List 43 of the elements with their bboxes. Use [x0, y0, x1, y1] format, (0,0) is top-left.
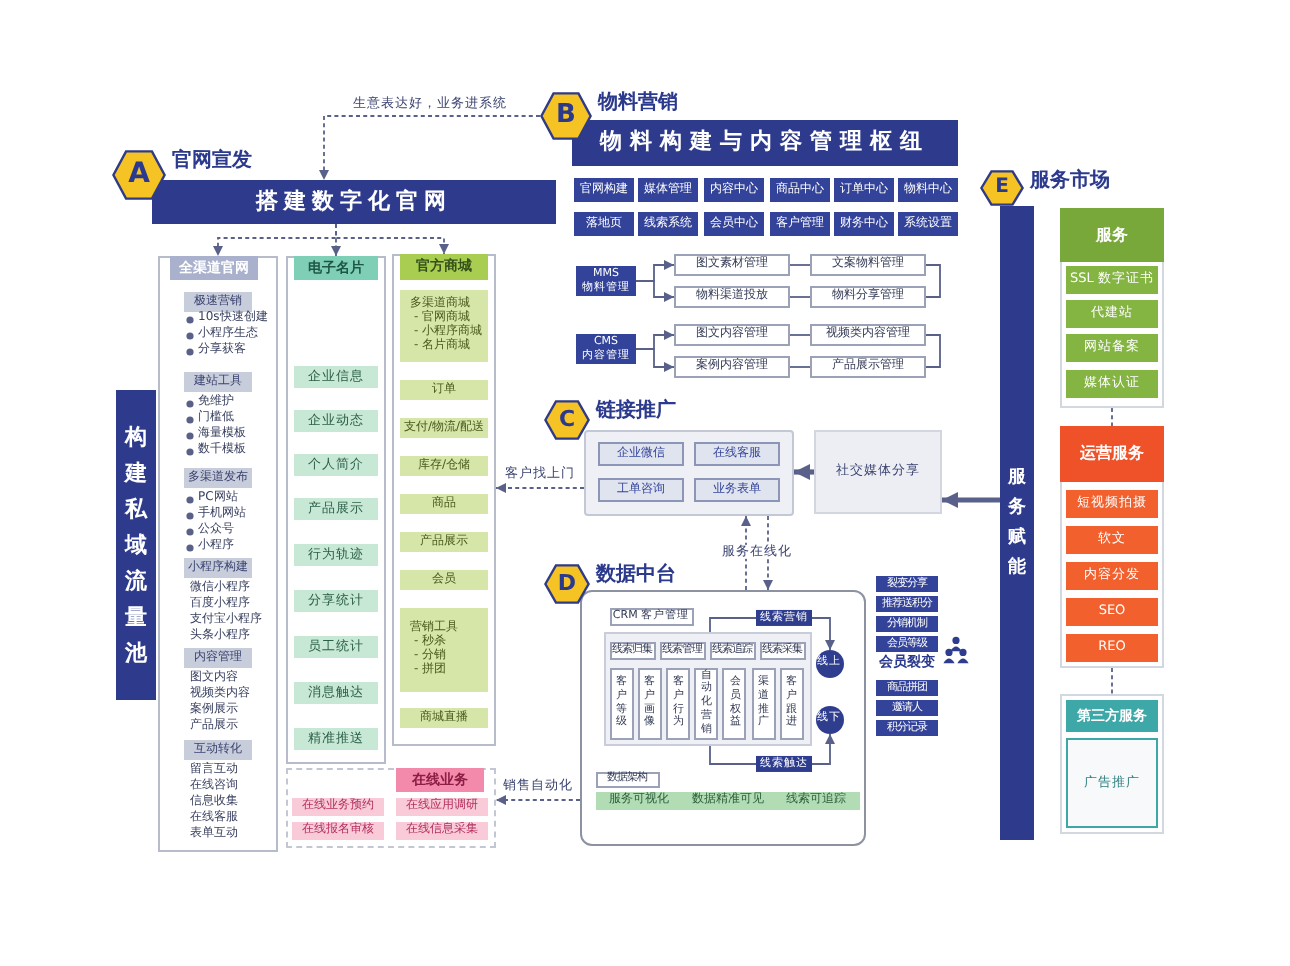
section-heading: 物料营销 — [598, 92, 678, 114]
side-banner: 构建私域流量池 — [116, 390, 156, 700]
panel — [286, 768, 496, 848]
arrow — [335, 223, 449, 255]
title-bar: 搭建数字化官网 — [152, 180, 556, 224]
section-heading: 数据中台 — [596, 564, 676, 586]
arrow — [794, 464, 814, 480]
section-heading: 链接推广 — [596, 400, 676, 422]
section-heading: 官网宣发 — [172, 150, 252, 172]
arrow — [763, 515, 773, 591]
connector-line — [789, 366, 811, 368]
panel — [286, 256, 386, 764]
connector-line — [925, 334, 941, 368]
panel — [392, 254, 496, 746]
hexagon-badge: C — [544, 400, 590, 440]
connector-line — [789, 264, 811, 266]
panel — [158, 256, 278, 852]
title-bar: 物料构建与内容管理枢纽 — [572, 120, 958, 166]
connector-line — [789, 334, 811, 336]
arrow — [635, 348, 675, 372]
section-heading: 服务市场 — [1030, 170, 1110, 192]
connector-line — [1111, 667, 1113, 695]
panel — [584, 430, 794, 516]
arrow — [741, 515, 751, 591]
heading-tile: 运营服务 — [1060, 426, 1164, 482]
hexagon-badge: A — [112, 150, 166, 200]
arrow — [495, 483, 585, 493]
panel — [603, 631, 811, 745]
panel — [1060, 426, 1164, 668]
connector-line — [789, 296, 811, 298]
arrow — [319, 115, 541, 181]
arrow — [635, 280, 675, 302]
panel — [1060, 694, 1164, 834]
connector-line — [1111, 407, 1113, 427]
hexagon-badge: E — [980, 170, 1024, 206]
side-banner: 服务赋能 — [1000, 206, 1034, 840]
panel — [580, 590, 866, 846]
heading-tile: 服务 — [1060, 208, 1164, 262]
hexagon-badge: D — [544, 564, 590, 604]
arrow — [942, 492, 1000, 508]
arrow — [495, 795, 581, 805]
connector-line — [925, 264, 941, 298]
panel — [1060, 208, 1164, 408]
